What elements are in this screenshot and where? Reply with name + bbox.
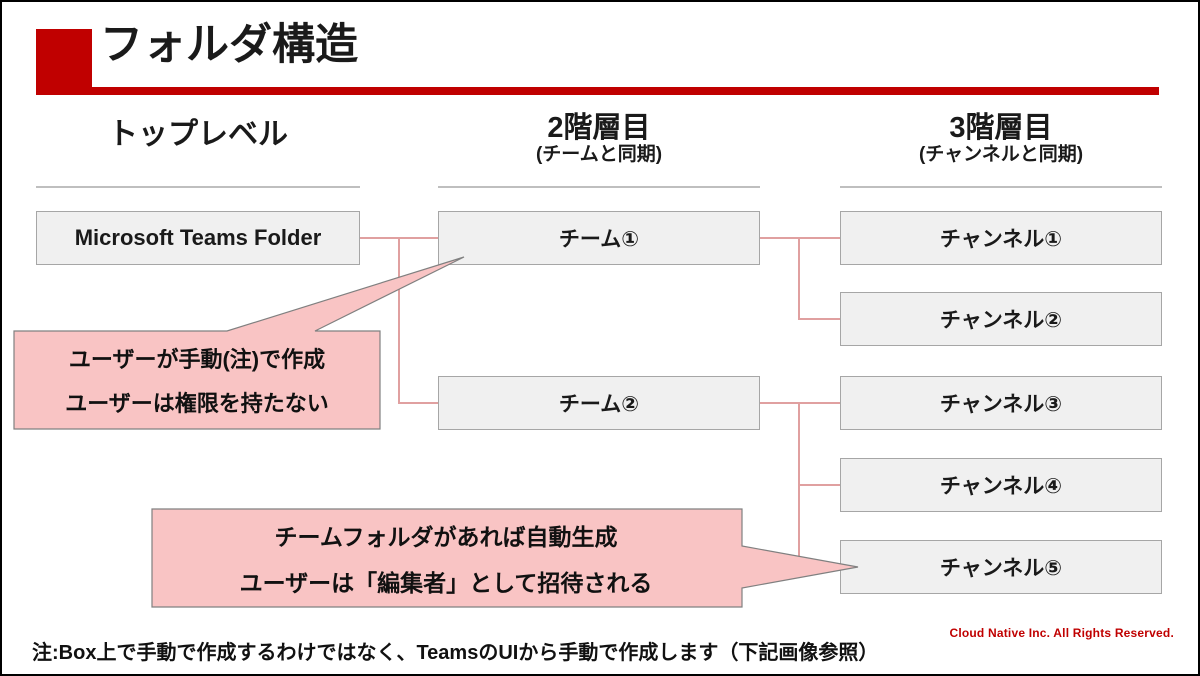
- node-channel-3[interactable]: チャンネル③: [840, 376, 1162, 430]
- connector-root-to-team1: [398, 237, 438, 239]
- connector-team2-to-channel4: [798, 484, 840, 486]
- column-header-level-2: 2階層目 (チームと同期): [438, 112, 760, 166]
- column-header-sub: (チームと同期): [535, 144, 663, 166]
- connector-root-vertical: [398, 237, 400, 404]
- node-channel-5[interactable]: チャンネル⑤: [840, 540, 1162, 594]
- node-channel-2[interactable]: チャンネル②: [840, 292, 1162, 346]
- callout-auto-generation-shape: [151, 508, 859, 608]
- connector-team1-to-channel2: [798, 318, 840, 320]
- node-team-1[interactable]: チーム①: [438, 211, 760, 265]
- column-header-main: 3階層目: [949, 112, 1053, 144]
- connector-root-trunk: [360, 237, 400, 239]
- column-divider-line: [840, 186, 1162, 188]
- node-team-2[interactable]: チーム②: [438, 376, 760, 430]
- callout-manual-creation-shape: [13, 256, 465, 430]
- title-accent-square: [36, 29, 92, 87]
- connector-team1-vertical: [798, 237, 800, 319]
- node-channel-1[interactable]: チャンネル①: [840, 211, 1162, 265]
- column-header-level-3: 3階層目 (チャンネルと同期): [840, 112, 1162, 166]
- column-header-main: 2階層目: [547, 112, 651, 144]
- connector-root-to-team2: [398, 402, 438, 404]
- node-channel-4[interactable]: チャンネル④: [840, 458, 1162, 512]
- connector-team2-to-channel3: [798, 402, 840, 404]
- column-divider-line: [36, 186, 360, 188]
- title-underline-bar: [36, 87, 1159, 95]
- node-microsoft-teams-folder[interactable]: Microsoft Teams Folder: [36, 211, 360, 265]
- column-header-sub: (チャンネルと同期): [918, 144, 1084, 166]
- connector-team2-trunk: [760, 402, 800, 404]
- column-header-main: トップレベル: [108, 118, 288, 151]
- column-header-top-level: トップレベル: [36, 118, 360, 152]
- footer-copyright: Cloud Native Inc. All Rights Reserved.: [949, 626, 1174, 640]
- footer-note: 注:Box上で手動で作成するわけではなく、TeamsのUIから手動で作成します（…: [32, 642, 879, 664]
- connector-team1-to-channel1: [798, 237, 840, 239]
- connector-team1-trunk: [760, 237, 800, 239]
- column-divider-line: [438, 186, 760, 188]
- page-title: フォルダ構造: [100, 21, 358, 69]
